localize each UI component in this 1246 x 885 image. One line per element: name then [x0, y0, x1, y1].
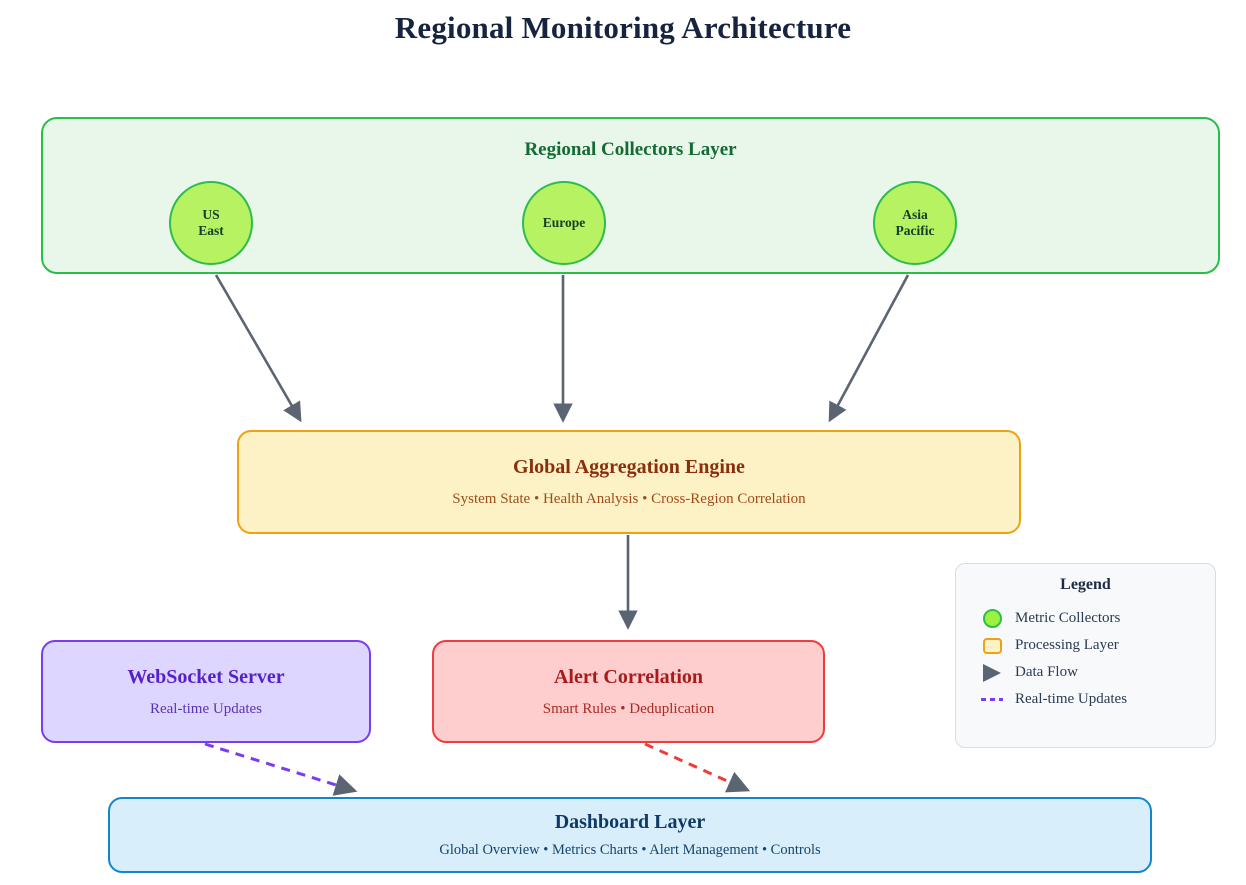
websocket-server-title: WebSocket Server [127, 665, 285, 688]
legend-item-processing-layer: Processing Layer [972, 632, 1199, 659]
edge-us-east-to-engine [214, 274, 302, 423]
edge-alert-correlation-to-dashboard [644, 742, 751, 793]
legend-label-real-time-updates: Real-time Updates [1015, 691, 1128, 707]
dashboard-layer-title: Dashboard Layer [554, 810, 706, 833]
edge-websocket-to-dashboard [204, 742, 358, 796]
alert-correlation-node[interactable]: Alert Correlation Smart Rules • Deduplic… [432, 640, 825, 743]
collector-label-us-east: US East [198, 207, 224, 238]
collector-label-asia-pacific: Asia Pacific [895, 207, 935, 238]
green-circle-icon [981, 608, 1003, 630]
dashboard-layer-subtitle: Global Overview • Metrics Charts • Alert… [439, 841, 821, 858]
dashboard-layer-node[interactable]: Dashboard Layer Global Overview • Metric… [108, 797, 1152, 873]
alert-correlation-title: Alert Correlation [553, 665, 704, 688]
legend-item-real-time-updates: Real-time Updates [972, 686, 1199, 713]
legend-item-metric-collectors: Metric Collectors [972, 605, 1199, 632]
collector-node-asia-pacific[interactable]: Asia Pacific [873, 181, 957, 265]
legend-panel: Legend Metric Collectors Processing Laye… [955, 563, 1216, 748]
websocket-server-node[interactable]: WebSocket Server Real-time Updates [41, 640, 371, 743]
collector-node-us-east[interactable]: US East [169, 181, 253, 265]
collector-label-europe: Europe [542, 215, 586, 231]
alert-correlation-subtitle: Smart Rules • Deduplication [542, 700, 715, 717]
page-title: Regional Monitoring Architecture [394, 10, 852, 45]
global-aggregation-engine-node[interactable]: Global Aggregation Engine System State •… [237, 430, 1021, 534]
legend-label-processing-layer: Processing Layer [1015, 637, 1119, 653]
legend-label-data-flow: Data Flow [1015, 664, 1078, 680]
aggregation-engine-title: Global Aggregation Engine [513, 456, 745, 478]
websocket-server-subtitle: Real-time Updates [149, 700, 263, 717]
gray-arrowhead-icon [981, 662, 1003, 684]
collector-node-europe[interactable]: Europe [522, 181, 606, 265]
edge-asia-pacific-to-engine [828, 274, 910, 423]
legend-title: Legend [1060, 576, 1111, 593]
yellow-square-icon [981, 635, 1003, 657]
purple-dashed-line-icon [981, 689, 1003, 711]
collectors-layer-title: Regional Collectors Layer [524, 139, 737, 160]
legend-item-data-flow: Data Flow [972, 659, 1199, 686]
legend-label-metric-collectors: Metric Collectors [1015, 610, 1121, 626]
aggregation-engine-subtitle: System State • Health Analysis • Cross-R… [452, 491, 806, 507]
